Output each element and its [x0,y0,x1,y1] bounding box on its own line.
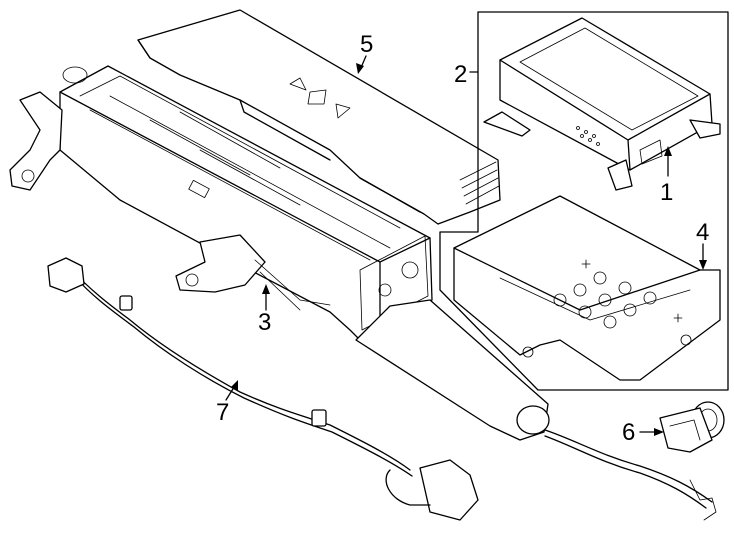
detail-frame [439,11,729,391]
callout-3: 3 [258,284,271,336]
callout-label-1: 1 [660,179,673,206]
part-3-housing [9,65,433,341]
callout-label-2: 2 [454,61,467,88]
part-6-connector [659,401,725,453]
callout-1: 1 [660,146,673,206]
callout-label-7: 7 [216,399,229,426]
callout-2: 2 [454,61,479,88]
part-7-harness [47,257,479,521]
part-4-tray [453,195,721,381]
callout-4: 4 [696,219,709,270]
callout-label-3: 3 [258,309,271,336]
callout-5: 5 [356,31,373,74]
cable-tube [355,299,717,521]
callout-label-6: 6 [622,419,635,446]
part-1-module [483,17,721,191]
callout-label-5: 5 [360,31,373,58]
callout-label-4: 4 [696,219,709,246]
callout-7: 7 [216,380,238,426]
callout-6: 6 [622,419,664,446]
